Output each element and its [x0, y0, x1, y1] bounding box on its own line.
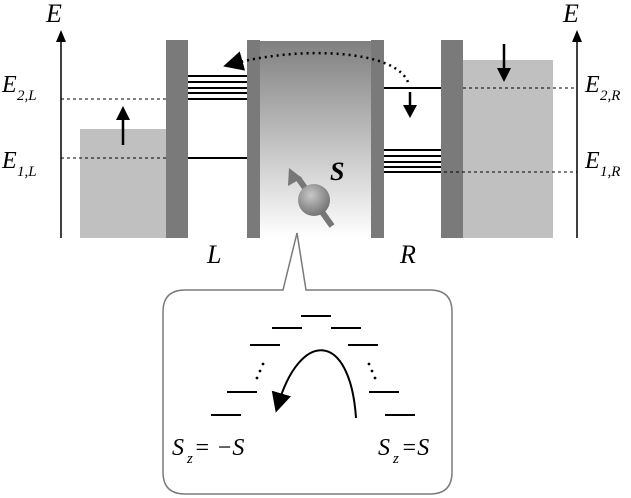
- arrow-up-icon: [116, 106, 130, 145]
- svg-text:z: z: [186, 451, 193, 467]
- spin-ball: [298, 184, 330, 216]
- svg-text:2,L: 2,L: [17, 88, 37, 104]
- e2-right-label: E 2,R: [584, 72, 620, 104]
- right-well-levels: [384, 87, 441, 173]
- dotted-curved-arrow-icon: [223, 51, 410, 83]
- svg-text:1,R: 1,R: [600, 164, 620, 180]
- svg-text:S: S: [378, 435, 390, 461]
- sz-right-label: S z =S: [378, 435, 429, 467]
- svg-text:S: S: [172, 435, 184, 461]
- right-outer-barrier: [441, 40, 463, 238]
- left-well-levels: [188, 75, 247, 159]
- inset-ellipsis-dots: [255, 362, 377, 380]
- svg-text:E: E: [1, 148, 17, 174]
- left-energy-axis: [56, 30, 66, 238]
- spin-label: S: [330, 157, 344, 186]
- right-well-down-arrow-icon: [403, 92, 417, 118]
- svg-text:2,R: 2,R: [600, 88, 620, 104]
- svg-text:1,L: 1,L: [17, 164, 37, 180]
- e1-left-label: E 1,L: [1, 148, 37, 180]
- right-region-label: R: [399, 240, 416, 269]
- left-lead: [80, 129, 166, 238]
- arrow-down-icon: [497, 44, 511, 82]
- curved-arrow-icon: [271, 349, 357, 419]
- left-outer-barrier: [166, 40, 188, 238]
- svg-text:= −S: = −S: [194, 435, 244, 461]
- inset-bubble: [162, 232, 453, 495]
- e1-right-label: E 1,R: [584, 148, 620, 180]
- svg-text:z: z: [392, 451, 399, 467]
- right-energy-axis: [572, 30, 582, 238]
- svg-text:=S: =S: [401, 435, 429, 461]
- sz-left-label: S z = −S: [172, 435, 244, 467]
- right-inner-barrier: [371, 40, 384, 238]
- left-inner-barrier: [247, 40, 260, 238]
- inset-spin-levels: [211, 315, 415, 416]
- left-axis-label: E: [45, 0, 62, 28]
- svg-text:E: E: [1, 72, 17, 98]
- svg-text:E: E: [584, 72, 600, 98]
- right-lead: [463, 60, 553, 238]
- svg-text:E: E: [584, 148, 600, 174]
- e2-left-label: E 2,L: [1, 72, 37, 104]
- right-axis-label: E: [562, 0, 579, 28]
- left-region-label: L: [206, 240, 221, 269]
